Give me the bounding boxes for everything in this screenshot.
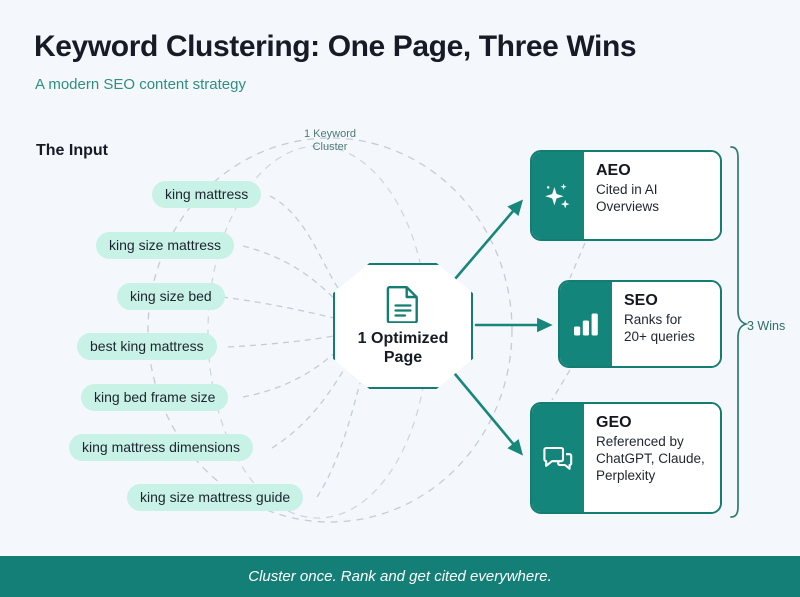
- seo-card-title: SEO: [624, 292, 658, 309]
- footer-tagline: Cluster once. Rank and get cited everywh…: [248, 568, 552, 585]
- keyword-pill[interactable]: king bed frame size: [81, 384, 229, 411]
- sparkles-icon: [545, 183, 570, 208]
- optimized-page-label: 1 Optimized Page: [357, 330, 449, 366]
- seo-card-description: Ranks for 20+ queries: [624, 312, 695, 344]
- outcome-card-aeo[interactable]: AEO Cited in AI Overviews: [530, 150, 722, 241]
- geo-card-body: GEO Referenced by ChatGPT, Claude, Perpl…: [584, 404, 720, 512]
- document-icon: [386, 286, 418, 323]
- keyword-pill[interactable]: best king mattress: [77, 333, 217, 360]
- wins-bracket-label: 3 Wins: [747, 319, 786, 333]
- footer-banner: Cluster once. Rank and get cited everywh…: [0, 556, 800, 597]
- geo-icon-pane: [532, 404, 584, 512]
- aeo-card-title: AEO: [596, 162, 631, 179]
- page-title: Keyword Clustering: One Page, Three Wins: [34, 30, 637, 63]
- outcome-card-seo[interactable]: SEO Ranks for 20+ queries: [558, 280, 722, 368]
- input-section-label: The Input: [36, 142, 108, 159]
- aeo-card-description: Cited in AI Overviews: [596, 182, 660, 214]
- chat-bubbles-icon: [543, 446, 573, 470]
- cluster-annotation-label: 1 Keyword Cluster: [304, 128, 356, 153]
- aeo-icon-pane: [532, 152, 584, 239]
- keyword-pill[interactable]: king mattress: [152, 181, 262, 208]
- optimized-page-node[interactable]: 1 Optimized Page: [333, 263, 473, 389]
- seo-icon-pane: [560, 282, 612, 366]
- octagon-shape: [333, 263, 473, 389]
- keyword-pill[interactable]: king size bed: [117, 283, 225, 310]
- aeo-card-body: AEO Cited in AI Overviews: [584, 152, 720, 239]
- geo-card-title: GEO: [596, 414, 632, 431]
- page-subtitle: A modern SEO content strategy: [35, 76, 246, 93]
- wins-brace: [730, 146, 749, 518]
- keyword-pill[interactable]: king size mattress: [96, 232, 235, 259]
- outcome-card-geo[interactable]: GEO Referenced by ChatGPT, Claude, Perpl…: [530, 402, 722, 514]
- geo-card-description: Referenced by ChatGPT, Claude, Perplexit…: [596, 434, 705, 483]
- seo-card-body: SEO Ranks for 20+ queries: [612, 282, 720, 366]
- keyword-pill[interactable]: king size mattress guide: [127, 484, 304, 511]
- keyword-pill[interactable]: king mattress dimensions: [69, 434, 253, 461]
- bar-chart-icon: [574, 313, 598, 336]
